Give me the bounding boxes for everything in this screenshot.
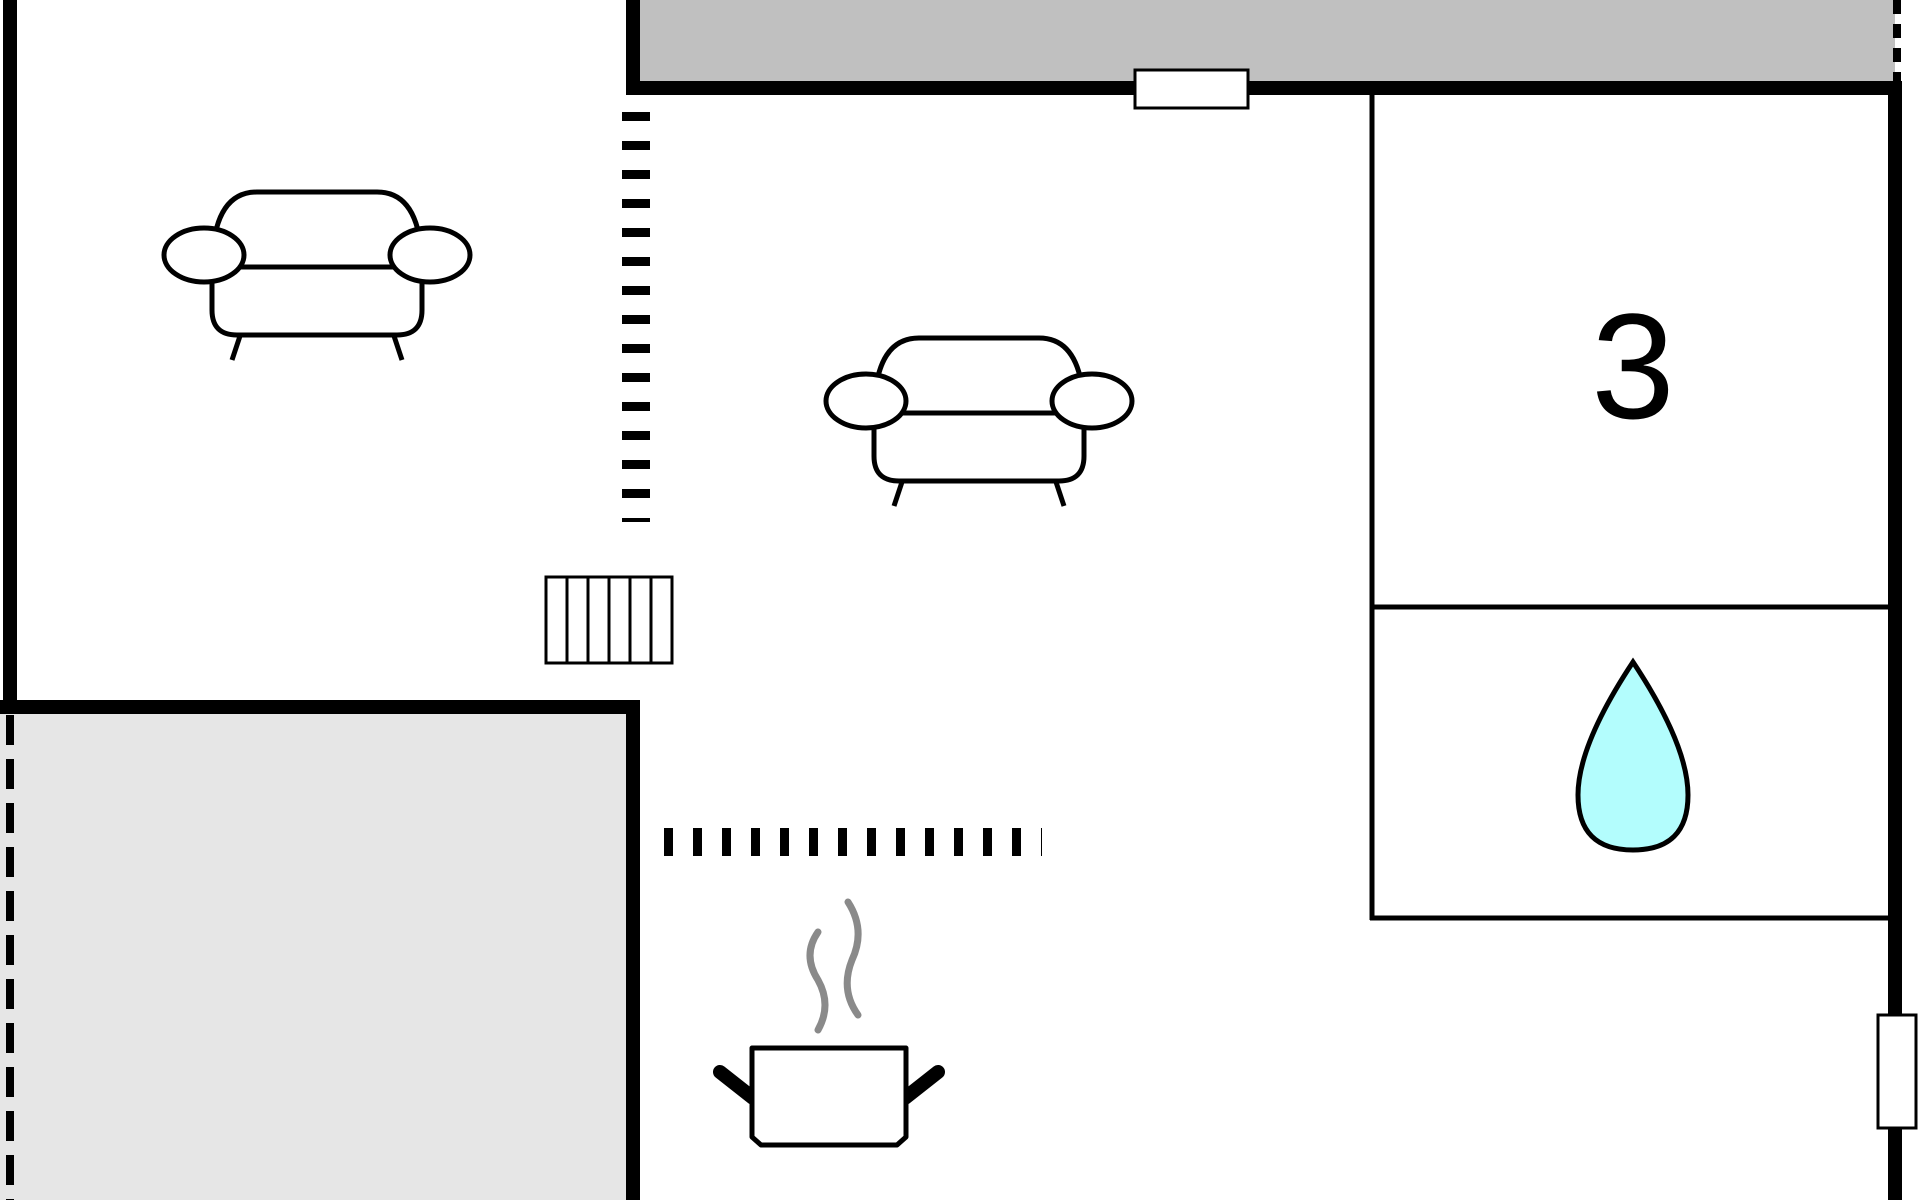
sofa-icon [823, 335, 1135, 507]
terrace-bottom-left-area [0, 707, 633, 1200]
window-top [1133, 68, 1250, 110]
cooking-pot-icon [713, 898, 945, 1148]
water-drop-icon [1575, 657, 1691, 853]
radiator-icon [544, 575, 674, 665]
terrace-top-area [633, 0, 1895, 88]
window-right [1876, 1013, 1918, 1130]
bedroom-number: 3 [1591, 282, 1674, 450]
sofa-icon [161, 189, 473, 361]
